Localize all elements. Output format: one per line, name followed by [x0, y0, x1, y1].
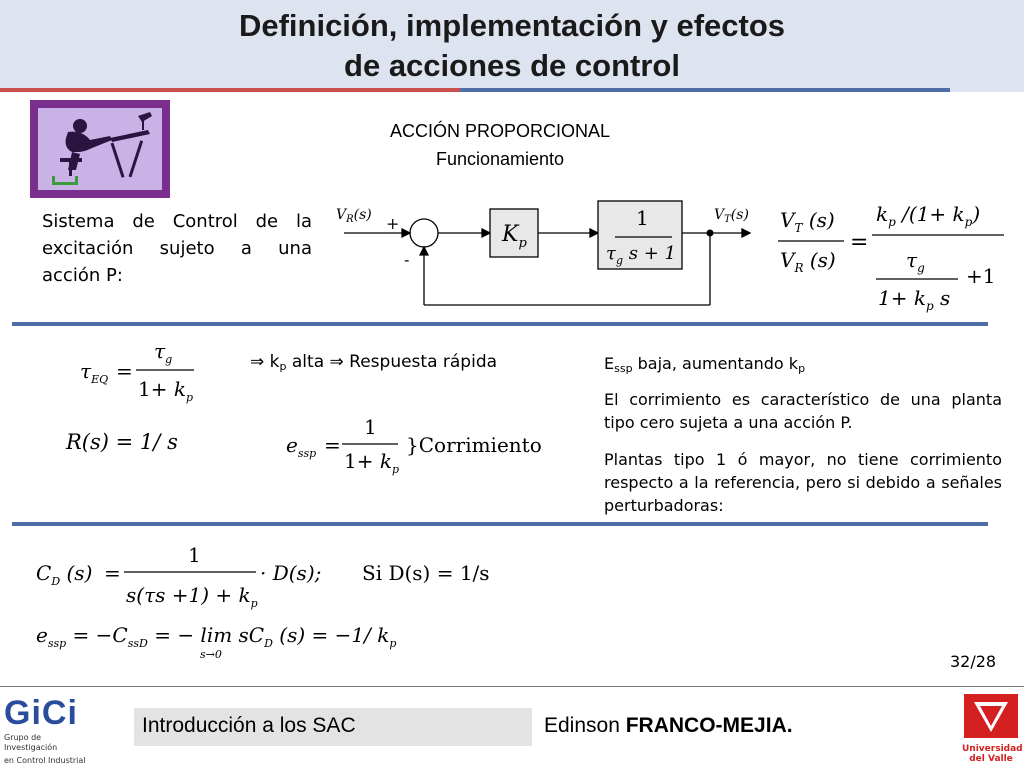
tau-eq-equation: τEQ = τg 1+ kp — [80, 339, 194, 404]
gici-caption-1: Grupo de Investigación — [4, 733, 58, 752]
univalle-shield-icon — [964, 694, 1018, 738]
univalle-logo: Universidad del Valle — [962, 692, 1023, 768]
tf-numerator-left: VT (s) — [780, 208, 835, 235]
engineer-clipart — [30, 100, 170, 198]
plant-numerator: 1 — [636, 206, 649, 230]
author-last-name: FRANCO-MEJIA. — [625, 714, 793, 737]
ramp-input: R(s) = 1/ s — [66, 430, 178, 454]
author-first-name: Edinson — [544, 714, 620, 737]
svg-text:1: 1 — [188, 543, 201, 567]
closed-loop-transfer-function: VT (s) VR (s) = kp /(1+ kp) τg 1+ kp s +… — [778, 202, 1004, 313]
lim-subscript: s→0 — [200, 648, 222, 661]
univalle-caption-2: del Valle — [969, 754, 1013, 764]
svg-text:=: = — [324, 433, 341, 457]
footer-divider — [0, 686, 1024, 687]
gain-block — [489, 208, 539, 258]
svg-text:s(τs +1) + kp: s(τs +1) + kp — [126, 583, 258, 610]
separator-top — [12, 322, 988, 326]
plant-block — [597, 200, 683, 270]
header-accent-blue — [460, 88, 950, 92]
svg-text:τEQ: τEQ — [80, 359, 108, 386]
essp-label: }Corrimiento — [406, 433, 542, 457]
slide-title: Definición, implementación y efectos de … — [0, 6, 1024, 86]
course-name: Introducción a los SAC — [142, 714, 356, 737]
gici-logo-text: GiCi — [4, 694, 78, 732]
system-description: Sistema de Control de la excitación suje… — [42, 211, 312, 286]
tf-sub-denominator: 1+ kp s — [878, 286, 950, 313]
page-number: 32/28 — [950, 652, 997, 671]
response-note: ⇒ kp alta ⇒ Respuesta rápida — [250, 352, 498, 373]
output-signal-label: VT(s) — [714, 207, 749, 225]
slide-header — [0, 0, 1024, 92]
univalle-caption-1: Universidad — [962, 744, 1023, 754]
tf-tau-g: τg — [906, 248, 925, 275]
tf-denominator-left: VR (s) — [780, 248, 836, 275]
course-box — [134, 708, 532, 746]
note-low-essp: Essp baja, aumentando kp — [604, 354, 806, 375]
equals-sign: = — [850, 230, 868, 255]
block-diagram: VR(s) + - VT(s) Kp 1 τg s + 1 — [336, 200, 752, 306]
separator-bottom — [12, 522, 988, 526]
svg-text:1: 1 — [364, 415, 377, 439]
input-signal-label: VR(s) — [336, 207, 372, 225]
summing-junction — [409, 218, 439, 248]
svg-text:=: = — [104, 561, 121, 585]
plus-sign: + — [386, 214, 399, 233]
svg-text:CD (s): CD (s) — [36, 561, 92, 588]
gici-logo: GiCi Grupo de Investigación en Control I… — [4, 694, 94, 766]
note-offset: El corrimiento es característico de una … — [604, 390, 1002, 432]
engineer-at-desk-icon — [52, 112, 152, 185]
title-line-1: Definición, implementación y efectos — [238, 8, 786, 43]
note-type-one: Plantas tipo 1 ó mayor, no tiene corrimi… — [604, 450, 1002, 515]
section-title: ACCIÓN PROPORCIONAL — [389, 121, 611, 141]
minus-sign: - — [404, 250, 409, 269]
disturbance-equation: CD (s) = 1 s(τs +1) + kp · D(s); Si D(s)… — [36, 543, 490, 610]
tf-plus-one: +1 — [966, 264, 995, 288]
author-name: Edinson FRANCO-MEJIA. — [544, 714, 793, 738]
title-line-2: de acciones de control — [344, 48, 680, 83]
svg-text:=: = — [116, 359, 133, 383]
essp-disturbance-equation: essp = −CssD = − lim sCD (s) = −1/ kp s→… — [36, 623, 396, 661]
svg-text:τg: τg — [154, 339, 172, 366]
gici-caption-2: en Control Industrial — [4, 756, 86, 765]
svg-text:essp = −CssD = − lim sCD (s) =: essp = −CssD = − lim sCD (s) = −1/ kp — [36, 623, 396, 650]
essp-equation: essp = 1 1+ kp }Corrimiento — [286, 415, 542, 476]
svg-text:· D(s);: · D(s); — [260, 561, 321, 585]
tf-numerator-right: kp /(1+ kp) — [876, 202, 980, 229]
svg-text:1+ kp: 1+ kp — [138, 377, 193, 404]
header-accent-red — [0, 88, 460, 92]
cd-condition: Si D(s) = 1/s — [362, 561, 490, 585]
svg-text:essp: essp — [286, 433, 316, 460]
section-subtitle: Funcionamiento — [435, 149, 565, 169]
svg-text:1+ kp: 1+ kp — [344, 449, 399, 476]
